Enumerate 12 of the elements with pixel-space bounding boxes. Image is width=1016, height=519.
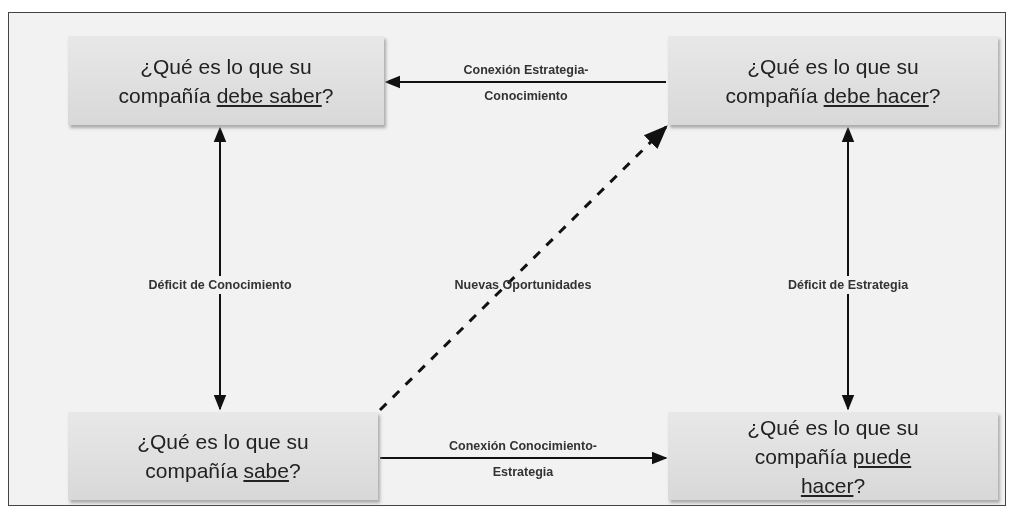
arrow: [213, 126, 227, 411]
edge-label: Conexión Conocimiento-Estrategia: [448, 438, 598, 481]
arrow: [379, 451, 668, 465]
question-box: ¿Qué es lo que su compañía sabe?: [68, 412, 378, 500]
question-box: ¿Qué es lo que su compañía debe hacer?: [668, 36, 998, 125]
arrow: [384, 75, 667, 89]
question-box: ¿Qué es lo que su compañía puede hacer?: [668, 412, 998, 500]
question-box: ¿Qué es lo que su compañía debe saber?: [68, 36, 384, 125]
arrow: [841, 126, 855, 411]
edge-label: Conexión Estrategia-Conocimiento: [462, 62, 590, 105]
dashed-arrow: [378, 125, 668, 412]
edge-label: Nuevas Oportunidades: [453, 276, 593, 294]
